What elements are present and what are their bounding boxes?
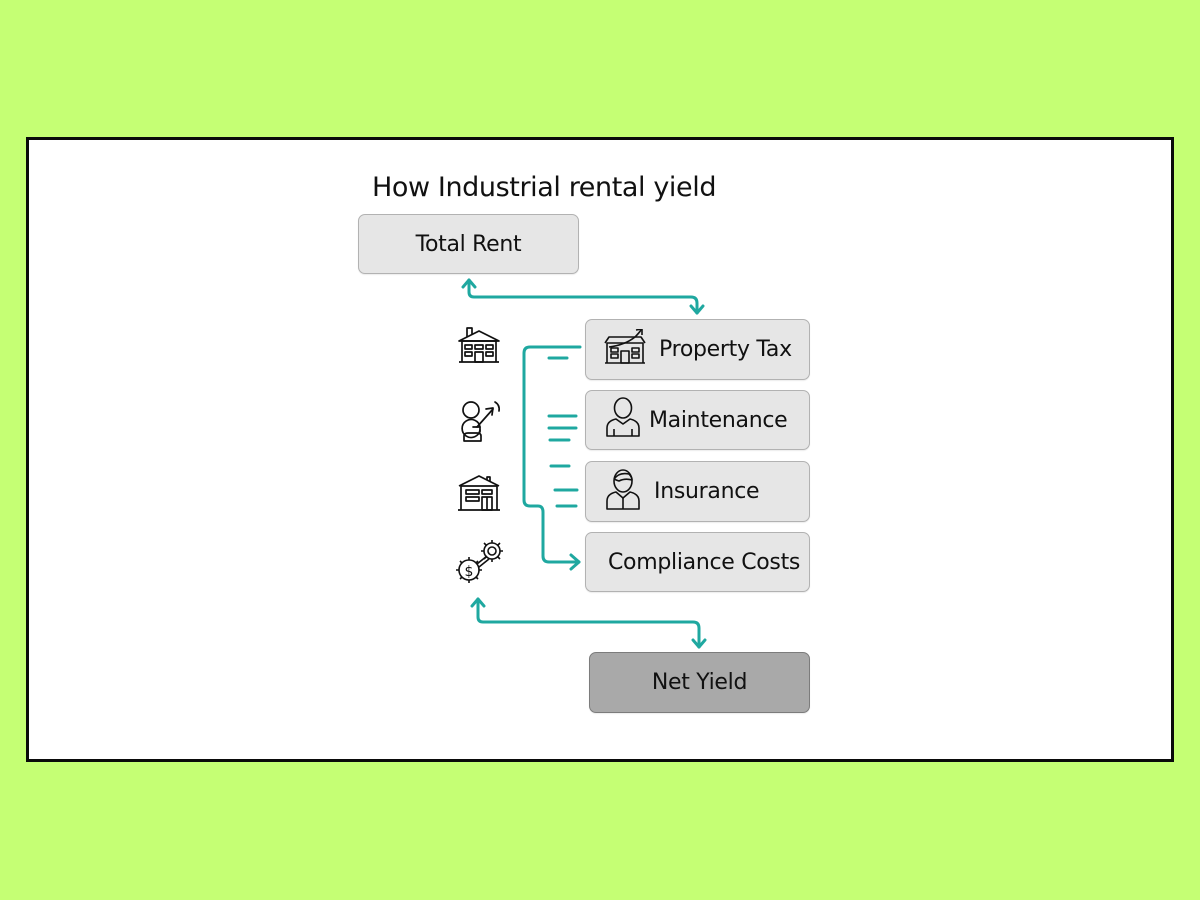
node-total-rent: Total Rent — [358, 214, 579, 274]
node-maintenance: Maintenance — [585, 390, 810, 450]
svg-text:$: $ — [465, 564, 474, 580]
connector-gears-yield — [476, 597, 701, 649]
warehouse-icon — [457, 472, 501, 516]
arrowhead-up-icon — [470, 597, 486, 608]
node-label: Maintenance — [649, 407, 788, 433]
diagram-title: How Industrial rental yield — [372, 172, 717, 203]
arrowhead-right-icon — [569, 553, 581, 571]
node-insurance: Insurance — [585, 461, 810, 522]
person-icon — [605, 397, 641, 443]
house-icon — [457, 325, 501, 367]
node-label: Compliance Costs — [608, 549, 801, 575]
arrowhead-down-icon — [689, 304, 705, 315]
connector-rent-tax — [467, 278, 699, 315]
node-label: Property Tax — [659, 337, 792, 362]
person-arrow-icon — [459, 399, 503, 447]
building-growth-icon — [603, 327, 647, 371]
dash-marks — [547, 356, 579, 508]
node-label: Net Yield — [651, 670, 748, 695]
person-hair-icon — [605, 468, 641, 516]
dollar-gears-icon: $ — [454, 538, 506, 590]
node-property-tax: Property Tax — [585, 319, 810, 380]
arrowhead-down-icon — [691, 638, 707, 649]
node-label: Insurance — [654, 479, 760, 504]
node-net-yield: Net Yield — [589, 652, 810, 713]
connector-expense-bracket — [522, 345, 582, 564]
arrowhead-up-icon — [461, 278, 477, 289]
node-compliance-costs: Compliance Costs — [585, 532, 810, 592]
node-label: Total Rent — [415, 231, 522, 257]
